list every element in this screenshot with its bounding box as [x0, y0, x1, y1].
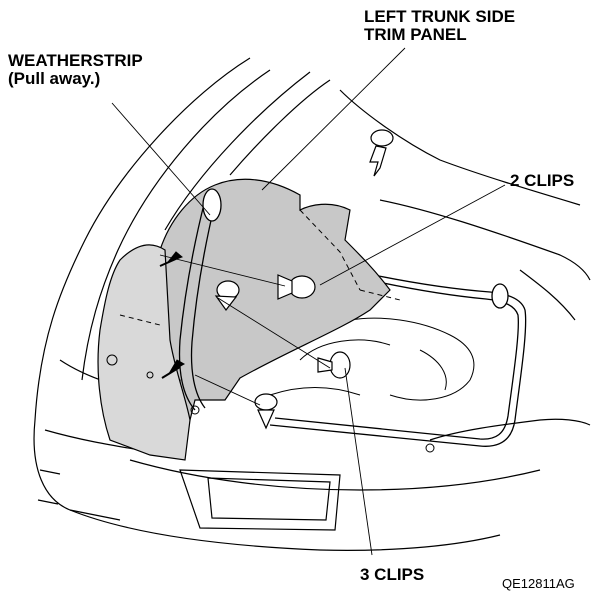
clip-bottom-icon [254, 393, 278, 430]
panel-detail-marks [106, 209, 435, 453]
three-clips-label: 3 CLIPS [360, 565, 425, 584]
car-body-outline [33, 57, 591, 551]
trim-panel-label-line2: TRIM PANEL [364, 25, 467, 44]
pull-arrows [159, 251, 186, 379]
weatherstrip-band [178, 188, 509, 411]
figure-code: QE12811AG [502, 576, 575, 591]
weatherstrip-label-line2: (Pull away.) [8, 69, 101, 88]
weatherstrip-label-line1: WEATHERSTRIP [8, 51, 143, 70]
trim-panel-label: LEFT TRUNK SIDE TRIM PANEL [364, 8, 515, 44]
two-clips-label: 2 CLIPS [510, 171, 575, 190]
clip-top-icon [369, 129, 394, 177]
leader-lines [111, 47, 506, 556]
weatherstrip-label: WEATHERSTRIP (Pull away.) [8, 52, 143, 88]
clip-right-icon [317, 351, 351, 379]
trim-panel-shape [97, 178, 391, 461]
trunk-floor [269, 317, 475, 401]
trim-panel-label-line1: LEFT TRUNK SIDE [364, 7, 516, 26]
clip-middle-icon [214, 274, 316, 312]
rear-bumper [179, 469, 341, 531]
